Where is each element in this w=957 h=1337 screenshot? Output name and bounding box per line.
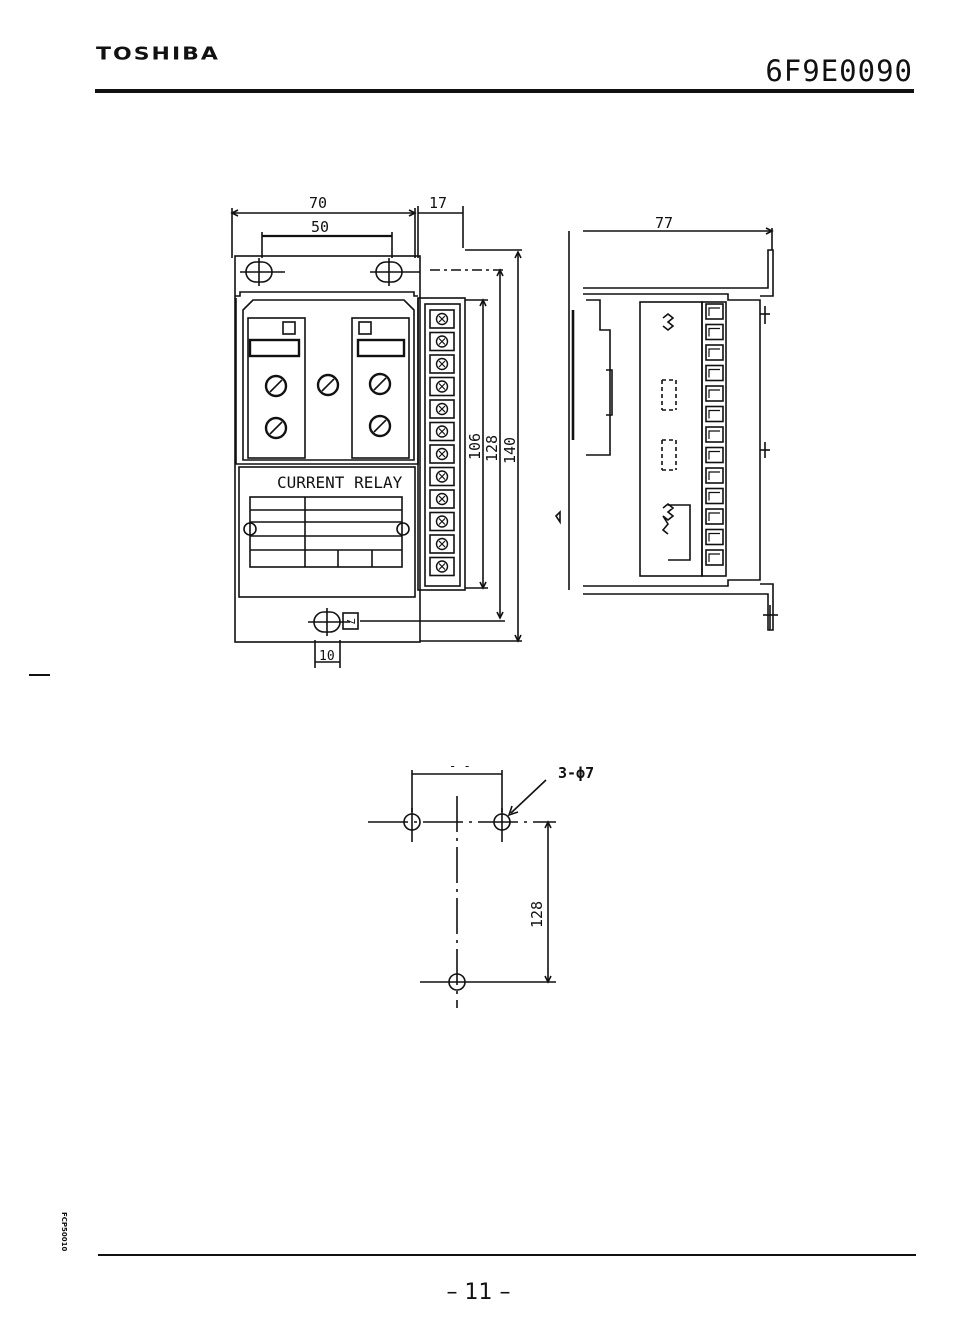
side-terminal-lug: [709, 452, 720, 460]
screw-slot: [439, 339, 445, 345]
screw-slot: [439, 429, 445, 435]
side-terminal-lug: [709, 513, 720, 521]
page-number: – 11 –: [0, 1280, 957, 1305]
dim-height-140: 140: [501, 437, 519, 464]
side-terminal-lug: [709, 431, 720, 439]
dim-pitch-50: 50: [311, 218, 329, 236]
side-terminal-lug: [709, 329, 720, 337]
dim-offset-10: 10: [319, 649, 335, 664]
dim-slot-7: 7: [344, 618, 357, 625]
side-terminal-lug: [709, 390, 720, 398]
screw-slot: [439, 384, 445, 390]
side-terminal-lug: [709, 411, 720, 419]
side-view: [556, 228, 778, 630]
side-terminal-lug: [709, 534, 720, 542]
nameplate-title: CURRENT RELAY: [277, 473, 403, 492]
dim-horizontal-pitch: - -: [449, 759, 471, 773]
screw-slot: [439, 361, 445, 367]
side-terminal-block: [706, 304, 723, 565]
side-terminal-lug: [709, 370, 720, 378]
screw-slot: [439, 496, 445, 502]
side-terminal-lug: [709, 493, 720, 501]
screw-slot: [439, 564, 445, 570]
dim-height-106: 106: [466, 433, 484, 460]
side-terminal-lug: [709, 349, 720, 357]
side-terminal-lug: [709, 472, 720, 480]
dim-vertical-128: 128: [528, 901, 546, 928]
footer-rule: [98, 1254, 916, 1256]
dim-height-128: 128: [483, 435, 501, 462]
mounting-hole-layout: [368, 770, 556, 1008]
screw-slot: [439, 316, 445, 322]
side-terminal-lug: [709, 554, 720, 562]
screw-slot: [439, 519, 445, 525]
screw-slot: [439, 406, 445, 412]
dim-depth-17: 17: [429, 194, 447, 212]
side-terminal-lug: [709, 308, 720, 316]
dim-width-70: 70: [309, 194, 327, 212]
hole-callout: 3-ϕ7: [558, 764, 594, 782]
front-terminal-block: [430, 310, 454, 576]
screw-slot: [439, 451, 445, 457]
screw-slot: [439, 541, 445, 547]
form-code: FCP50010: [60, 1212, 68, 1251]
screw-slot: [439, 474, 445, 480]
dim-depth-77: 77: [655, 214, 673, 232]
